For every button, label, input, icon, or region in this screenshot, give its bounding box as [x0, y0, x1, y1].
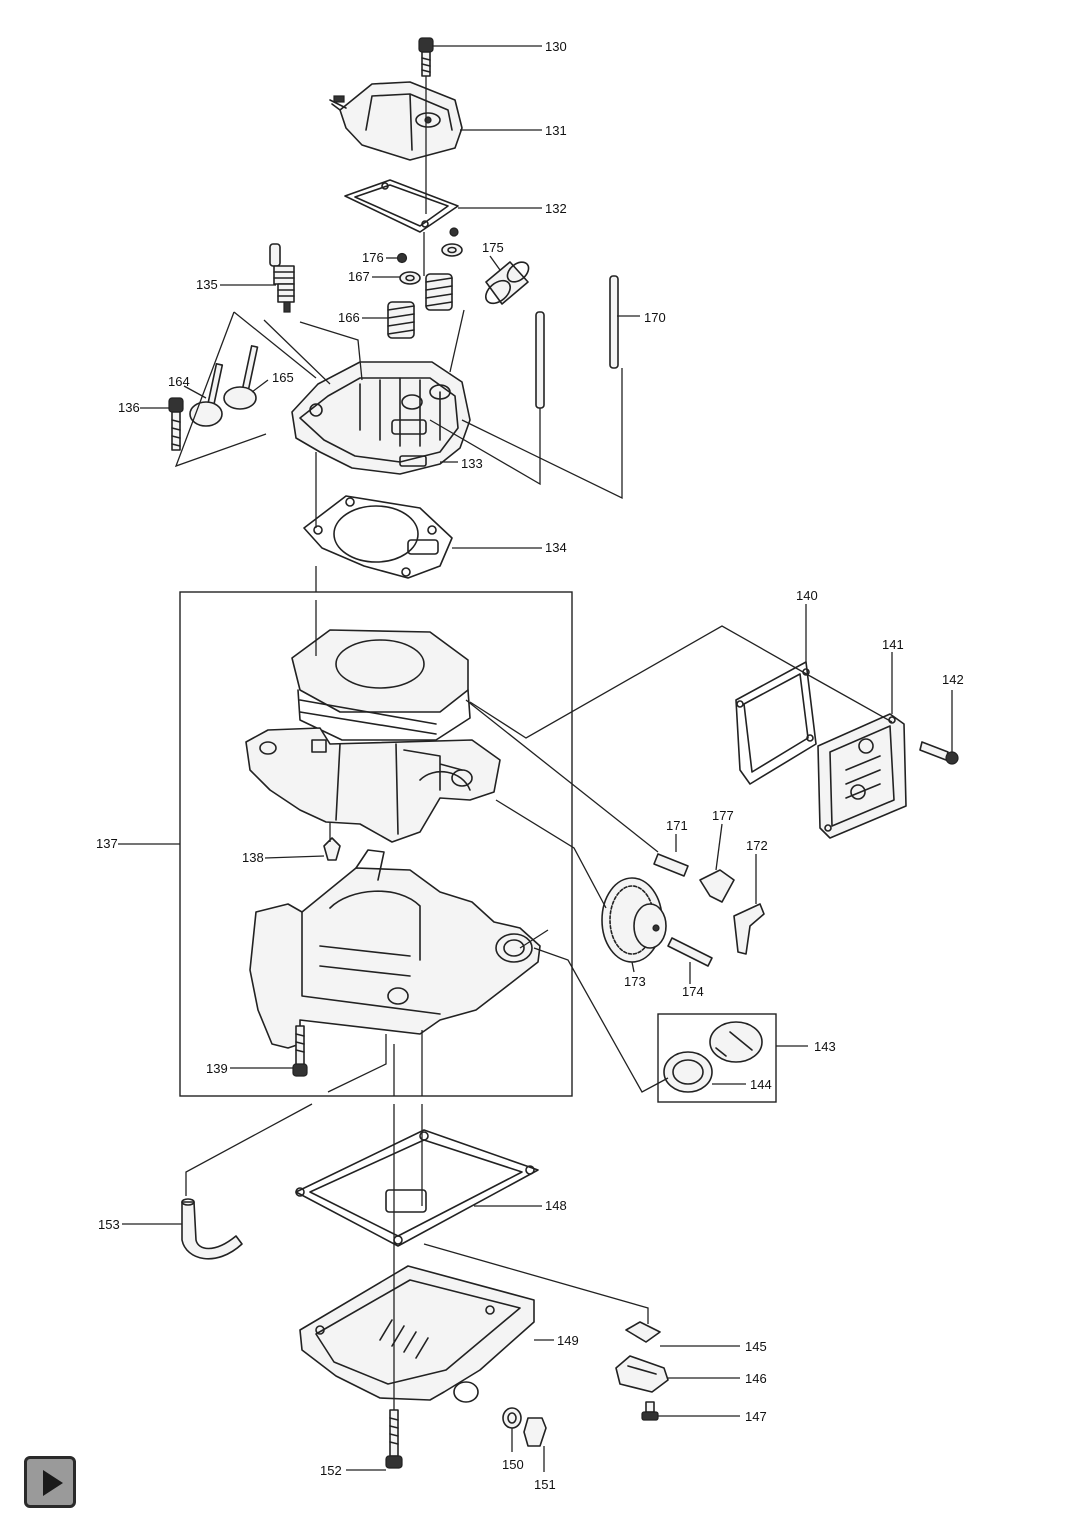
label-135: 135: [196, 277, 218, 292]
part-151-drain-plug: [523, 1417, 547, 1447]
part-153-breather-hose: [181, 1198, 243, 1260]
part-141-side-cover: [817, 713, 907, 839]
part-140-cover-gasket: [735, 661, 817, 785]
label-130: 130: [545, 39, 567, 54]
part-137-cylinder-block: [245, 629, 501, 843]
part-176-keeper: [396, 227, 459, 264]
part-147-screw: [641, 1401, 659, 1421]
label-146: 146: [745, 1371, 767, 1386]
leader-lines: [118, 45, 953, 1472]
part-143-oil-filler-cap: [709, 1021, 763, 1063]
part-130-bolt: [418, 37, 434, 77]
label-174: 174: [682, 984, 704, 999]
part-132-gasket: [344, 179, 459, 233]
label-148: 148: [545, 1198, 567, 1213]
label-149: 149: [557, 1333, 579, 1348]
part-166-valve-spring: [387, 273, 453, 339]
part-167-retainer: [399, 243, 463, 285]
label-175: 175: [482, 240, 504, 255]
part-146-oil-sensor: [615, 1355, 669, 1393]
label-134: 134: [545, 540, 567, 555]
label-170: 170: [644, 310, 666, 325]
part-144-oil-seal: [663, 1051, 713, 1093]
part-137-crankcase: [249, 849, 541, 1049]
part-177-governor-weight: [699, 869, 735, 903]
label-137: 137: [96, 836, 118, 851]
part-labels: 130 131 132 176 175 167 135 166 170 165 …: [96, 39, 964, 1492]
label-147: 147: [745, 1409, 767, 1424]
part-142-bolt: [919, 741, 959, 765]
part-165-exhaust-valve: [223, 345, 259, 410]
label-136: 136: [118, 400, 140, 415]
part-148-oil-pan-gasket: [295, 1129, 539, 1247]
part-149-oil-pan: [299, 1265, 535, 1403]
part-134-head-gasket: [303, 495, 453, 579]
part-138-breather-valve: [323, 837, 341, 861]
label-150: 150: [502, 1457, 524, 1472]
label-172: 172: [746, 838, 768, 853]
label-145: 145: [745, 1339, 767, 1354]
part-135-spark-plug: [269, 243, 295, 313]
label-176: 176: [362, 250, 384, 265]
label-133: 133: [461, 456, 483, 471]
part-133-cylinder-head: [291, 361, 471, 475]
part-136-head-bolt: [168, 397, 184, 451]
label-138: 138: [242, 850, 264, 865]
label-131: 131: [545, 123, 567, 138]
label-144: 144: [750, 1077, 772, 1092]
part-173-camshaft-gear: [601, 877, 667, 963]
part-152-bolt: [385, 1409, 403, 1469]
part-131-valve-cover: [329, 81, 463, 161]
label-167: 167: [348, 269, 370, 284]
label-132: 132: [545, 201, 567, 216]
part-175-sleeve: [485, 261, 530, 305]
part-139-bolt: [292, 1025, 308, 1077]
label-166: 166: [338, 310, 360, 325]
part-143-group-box: [657, 1013, 777, 1103]
part-145-plate: [625, 1321, 661, 1343]
label-151: 151: [534, 1477, 556, 1492]
label-171: 171: [666, 818, 688, 833]
label-140: 140: [796, 588, 818, 603]
label-165: 165: [272, 370, 294, 385]
next-page-button[interactable]: [24, 1456, 76, 1508]
label-142: 142: [942, 672, 964, 687]
play-triangle-icon: [43, 1470, 63, 1496]
label-143: 143: [814, 1039, 836, 1054]
part-172-governor-lever: [733, 903, 765, 955]
label-153: 153: [98, 1217, 120, 1232]
label-141: 141: [882, 637, 904, 652]
part-174-shaft: [667, 937, 713, 967]
label-139: 139: [206, 1061, 228, 1076]
part-171-pin: [653, 853, 689, 877]
label-173: 173: [624, 974, 646, 989]
label-152: 152: [320, 1463, 342, 1478]
label-164: 164: [168, 374, 190, 389]
label-177: 177: [712, 808, 734, 823]
part-170-pushrod: [535, 275, 619, 409]
part-150-washer: [502, 1407, 522, 1429]
